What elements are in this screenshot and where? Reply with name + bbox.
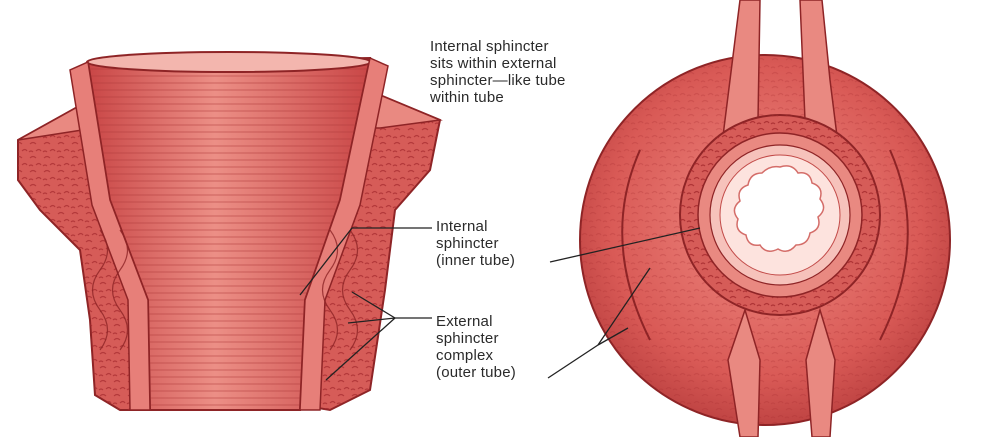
label-external-sphincter-complex: External sphincter complex (outer tube) [436, 313, 516, 381]
cross-section-anal-canal [580, 0, 950, 437]
leader-external-right-1 [548, 345, 598, 378]
cutaway-anal-canal [18, 52, 440, 410]
caption-text: Internal sphincter sits within external … [430, 38, 566, 106]
label-internal-sphincter: Internal sphincter (inner tube) [436, 218, 515, 269]
